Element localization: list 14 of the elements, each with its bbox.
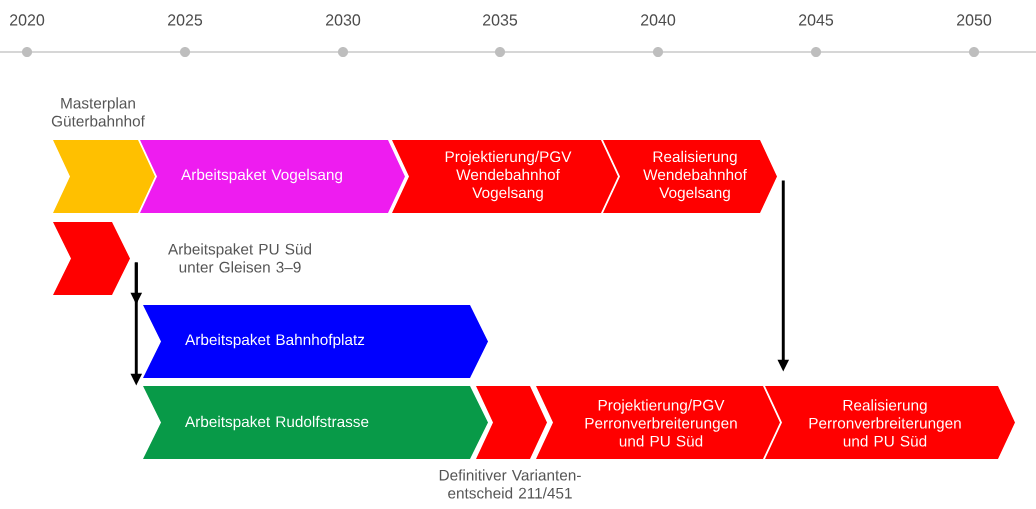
year-label: 2035 bbox=[483, 14, 518, 26]
node-label: Projektierung/PGV Perronverbreiterungen und PU Süd bbox=[585, 399, 737, 447]
year-label: 2050 bbox=[957, 14, 992, 26]
year-label: 2025 bbox=[168, 14, 203, 26]
node-label: Arbeitspaket PU Süd unter Gleisen 3–9 bbox=[168, 243, 311, 273]
node-label: Realisierung Perronverbreiterungen und PU Süd bbox=[809, 399, 961, 447]
year-label: 2030 bbox=[326, 14, 361, 26]
node-label: Realisierung Wendebahnhof Vogelsang bbox=[643, 150, 747, 202]
node-label: Definitiver Varianten- entscheid 211/451 bbox=[439, 469, 581, 499]
year-label: 2045 bbox=[799, 14, 834, 26]
year-label: 2040 bbox=[641, 14, 676, 26]
year-label: 2020 bbox=[10, 14, 45, 26]
node-label: Masterplan Güterbahnhof bbox=[51, 97, 145, 127]
node-label: Projektierung/PGV Wendebahnhof Vogelsang bbox=[445, 150, 572, 202]
